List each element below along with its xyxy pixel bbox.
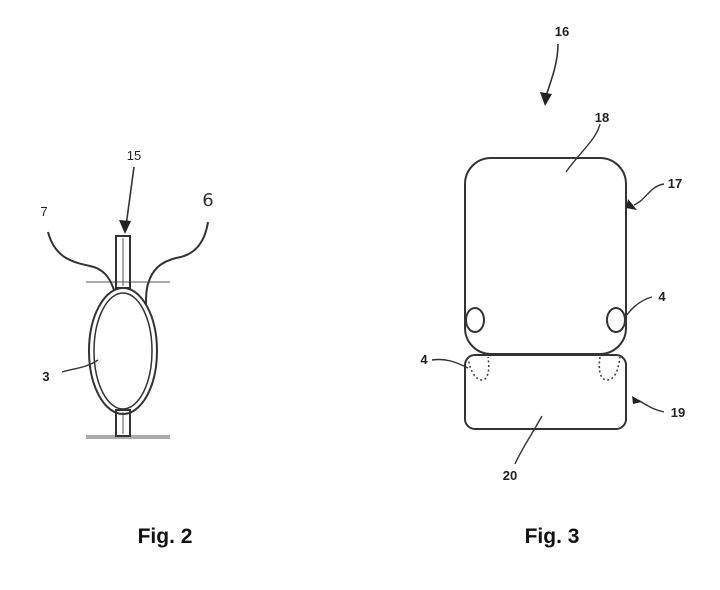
fig2-right-wire <box>146 222 208 304</box>
fig3-left-recess <box>468 357 489 380</box>
fig3-right-recess <box>599 357 620 380</box>
fig3-upper-block-leader <box>634 184 664 205</box>
fig3-left-recess-leader <box>432 359 468 368</box>
fig3-lower-block-arrowhead <box>632 396 642 404</box>
fig2-pin-arrowhead <box>119 220 131 234</box>
fig3-right-bump <box>607 308 625 332</box>
fig3-assembly-arrowhead <box>540 92 552 106</box>
fig3-left-bump <box>466 308 484 332</box>
figure-2: 15 7 6 3 Fig. 2 <box>40 148 213 548</box>
fig2-capsule-inner <box>94 293 152 409</box>
fig2-left-wire <box>48 232 114 290</box>
fig2-ref-right-wire: 6 <box>202 190 213 211</box>
fig2-pin-leader <box>126 167 134 226</box>
fig3-interior-lower-leader <box>515 416 542 464</box>
fig3-ref-left-recess: 4 <box>420 352 428 367</box>
fig3-upper-block <box>465 158 626 354</box>
fig3-ref-right-bump: 4 <box>658 289 666 304</box>
fig2-ref-left-wire: 7 <box>40 204 47 219</box>
fig3-ref-lower-block: 19 <box>671 405 685 420</box>
fig3-ref-assembly: 16 <box>555 24 569 39</box>
fig3-lower-block-leader <box>638 400 664 412</box>
fig3-right-bump-leader <box>626 297 652 316</box>
fig3-interior-upper-leader <box>566 124 600 172</box>
fig3-assembly-leader <box>546 44 558 96</box>
fig2-capsule-leader <box>62 360 98 372</box>
fig3-caption: Fig. 3 <box>525 525 580 548</box>
fig3-ref-lower-interior: 20 <box>503 468 517 483</box>
fig3-ref-upper-interior: 18 <box>595 110 609 125</box>
fig2-capsule-outer <box>89 288 157 414</box>
fig2-ref-top-pin: 15 <box>127 148 141 163</box>
fig3-ref-upper-block: 17 <box>668 176 682 191</box>
figure-3: 16 18 17 4 4 19 20 Fig. 3 <box>420 24 685 548</box>
fig2-ref-capsule: 3 <box>42 369 49 384</box>
fig2-caption: Fig. 2 <box>138 525 193 548</box>
